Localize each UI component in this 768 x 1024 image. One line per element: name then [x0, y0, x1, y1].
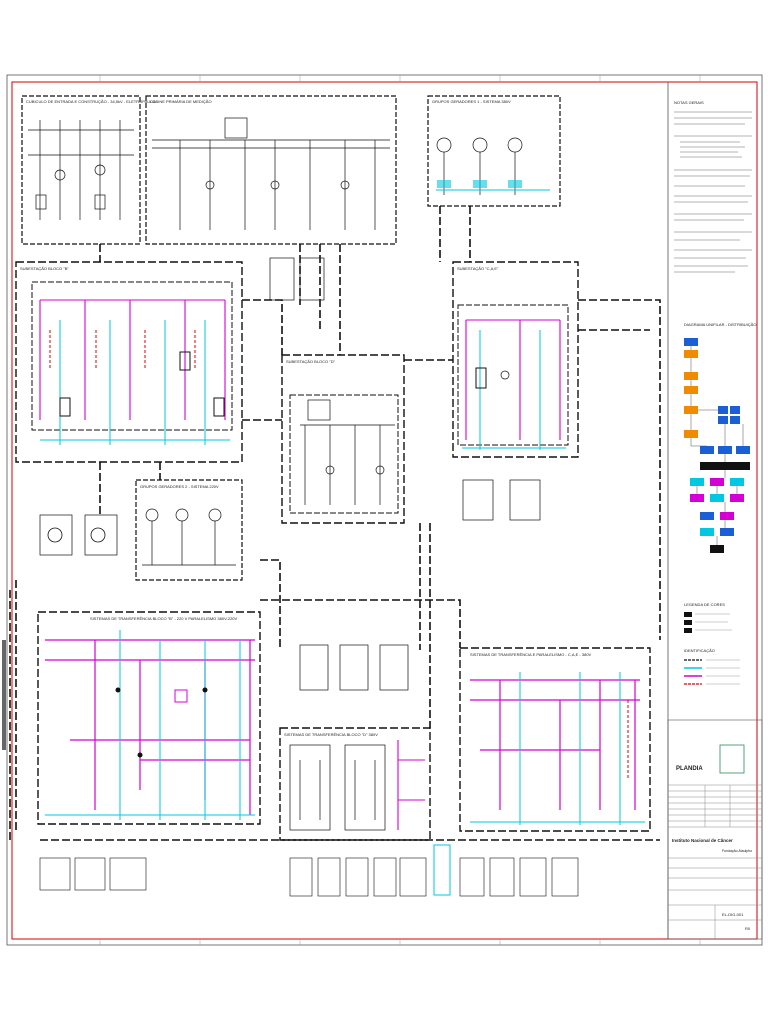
block-sub-d: SUBESTAÇÃO BLOCO "D" [281, 354, 405, 524]
block-cabine-title: CABINE PRIMÁRIA DE MEDIÇÃO [150, 99, 212, 104]
intermediate-panels [39, 257, 541, 691]
block-sub-b-title: SUBESTAÇÃO BLOCO "B" [20, 266, 69, 271]
block-geradores1: GRUPOS GERADORES 1 - SISTEMA 380V [427, 95, 561, 207]
revision: R0 [745, 926, 751, 931]
border-ticks [99, 75, 701, 945]
block-geradores1-title: GRUPOS GERADORES 1 - SISTEMA 380V [432, 99, 511, 104]
block-transf-b: SISTEMAS DE TRANSFERÊNCIA BLOCO "B" - 22… [37, 611, 261, 825]
block-sub-c-title: SUBESTAÇÃO "C,A,E" [457, 266, 499, 271]
company-logo: PLANDIA [676, 766, 703, 772]
interconnection-cables [9, 206, 661, 841]
sheet-border [6, 74, 763, 946]
block-sub-c: SUBESTAÇÃO "C,A,E" [452, 261, 579, 458]
block-cabine: CABINE PRIMÁRIA DE MEDIÇÃO [145, 95, 397, 245]
block-sub-d-title: SUBESTAÇÃO BLOCO "D" [286, 359, 336, 364]
legend-sub2: IDENTIFICAÇÃO [684, 648, 715, 653]
sheet-code: EL-DIG-001 [722, 912, 744, 917]
block-entrada: CUBICULO DE ENTRADA E CONSTRUÇÃO - 34,5k… [21, 95, 156, 245]
title-block: PLANDIA Instituto Nacional de Câncer Fun… [667, 719, 763, 940]
notes-column: NOTAS GERAIS DIAGRAMA UNIFILAR - DISTRIB… [674, 100, 756, 685]
legend-swatches [684, 612, 732, 633]
cyan-panel [433, 844, 451, 896]
client-name-2: Fundação Ataulpho [722, 849, 752, 853]
block-transf-b-title: SISTEMAS DE TRANSFERÊNCIA BLOCO "B" - 22… [90, 616, 238, 621]
bottom-load-panels [39, 857, 579, 897]
client-name: Instituto Nacional de Câncer [672, 838, 733, 843]
red-inner-border [11, 81, 758, 940]
legend-line-keys [684, 659, 740, 685]
block-transf-d: SISTEMAS DE TRANSFERÊNCIA BLOCO "D" 380V [279, 727, 431, 841]
revision-strip [2, 640, 6, 750]
legend-sub1: LEGENDA DE CORES [684, 602, 725, 607]
legend-title: DIAGRAMA UNIFILAR - DISTRIBUIÇÃO [684, 322, 756, 327]
block-geradores2-title: GRUPOS GERADORES 2 - SISTEMA 220V [140, 484, 219, 489]
block-entrada-title: CUBICULO DE ENTRADA E CONSTRUÇÃO - 34,5k… [26, 99, 156, 104]
notes-title: NOTAS GERAIS [674, 100, 704, 105]
legend-flow-diagram [684, 338, 750, 553]
block-geradores2: GRUPOS GERADORES 2 - SISTEMA 220V [47, 479, 243, 581]
block-transf-cae-title: SISTEMAS DE TRANSFERÊNCIA E PARALELISMO … [470, 652, 592, 657]
block-sub-b: SUBESTAÇÃO BLOCO "B" [15, 261, 243, 463]
block-transf-cae: SISTEMAS DE TRANSFERÊNCIA E PARALELISMO … [459, 647, 651, 832]
block-transf-d-title: SISTEMAS DE TRANSFERÊNCIA BLOCO "D" 380V [284, 732, 378, 737]
